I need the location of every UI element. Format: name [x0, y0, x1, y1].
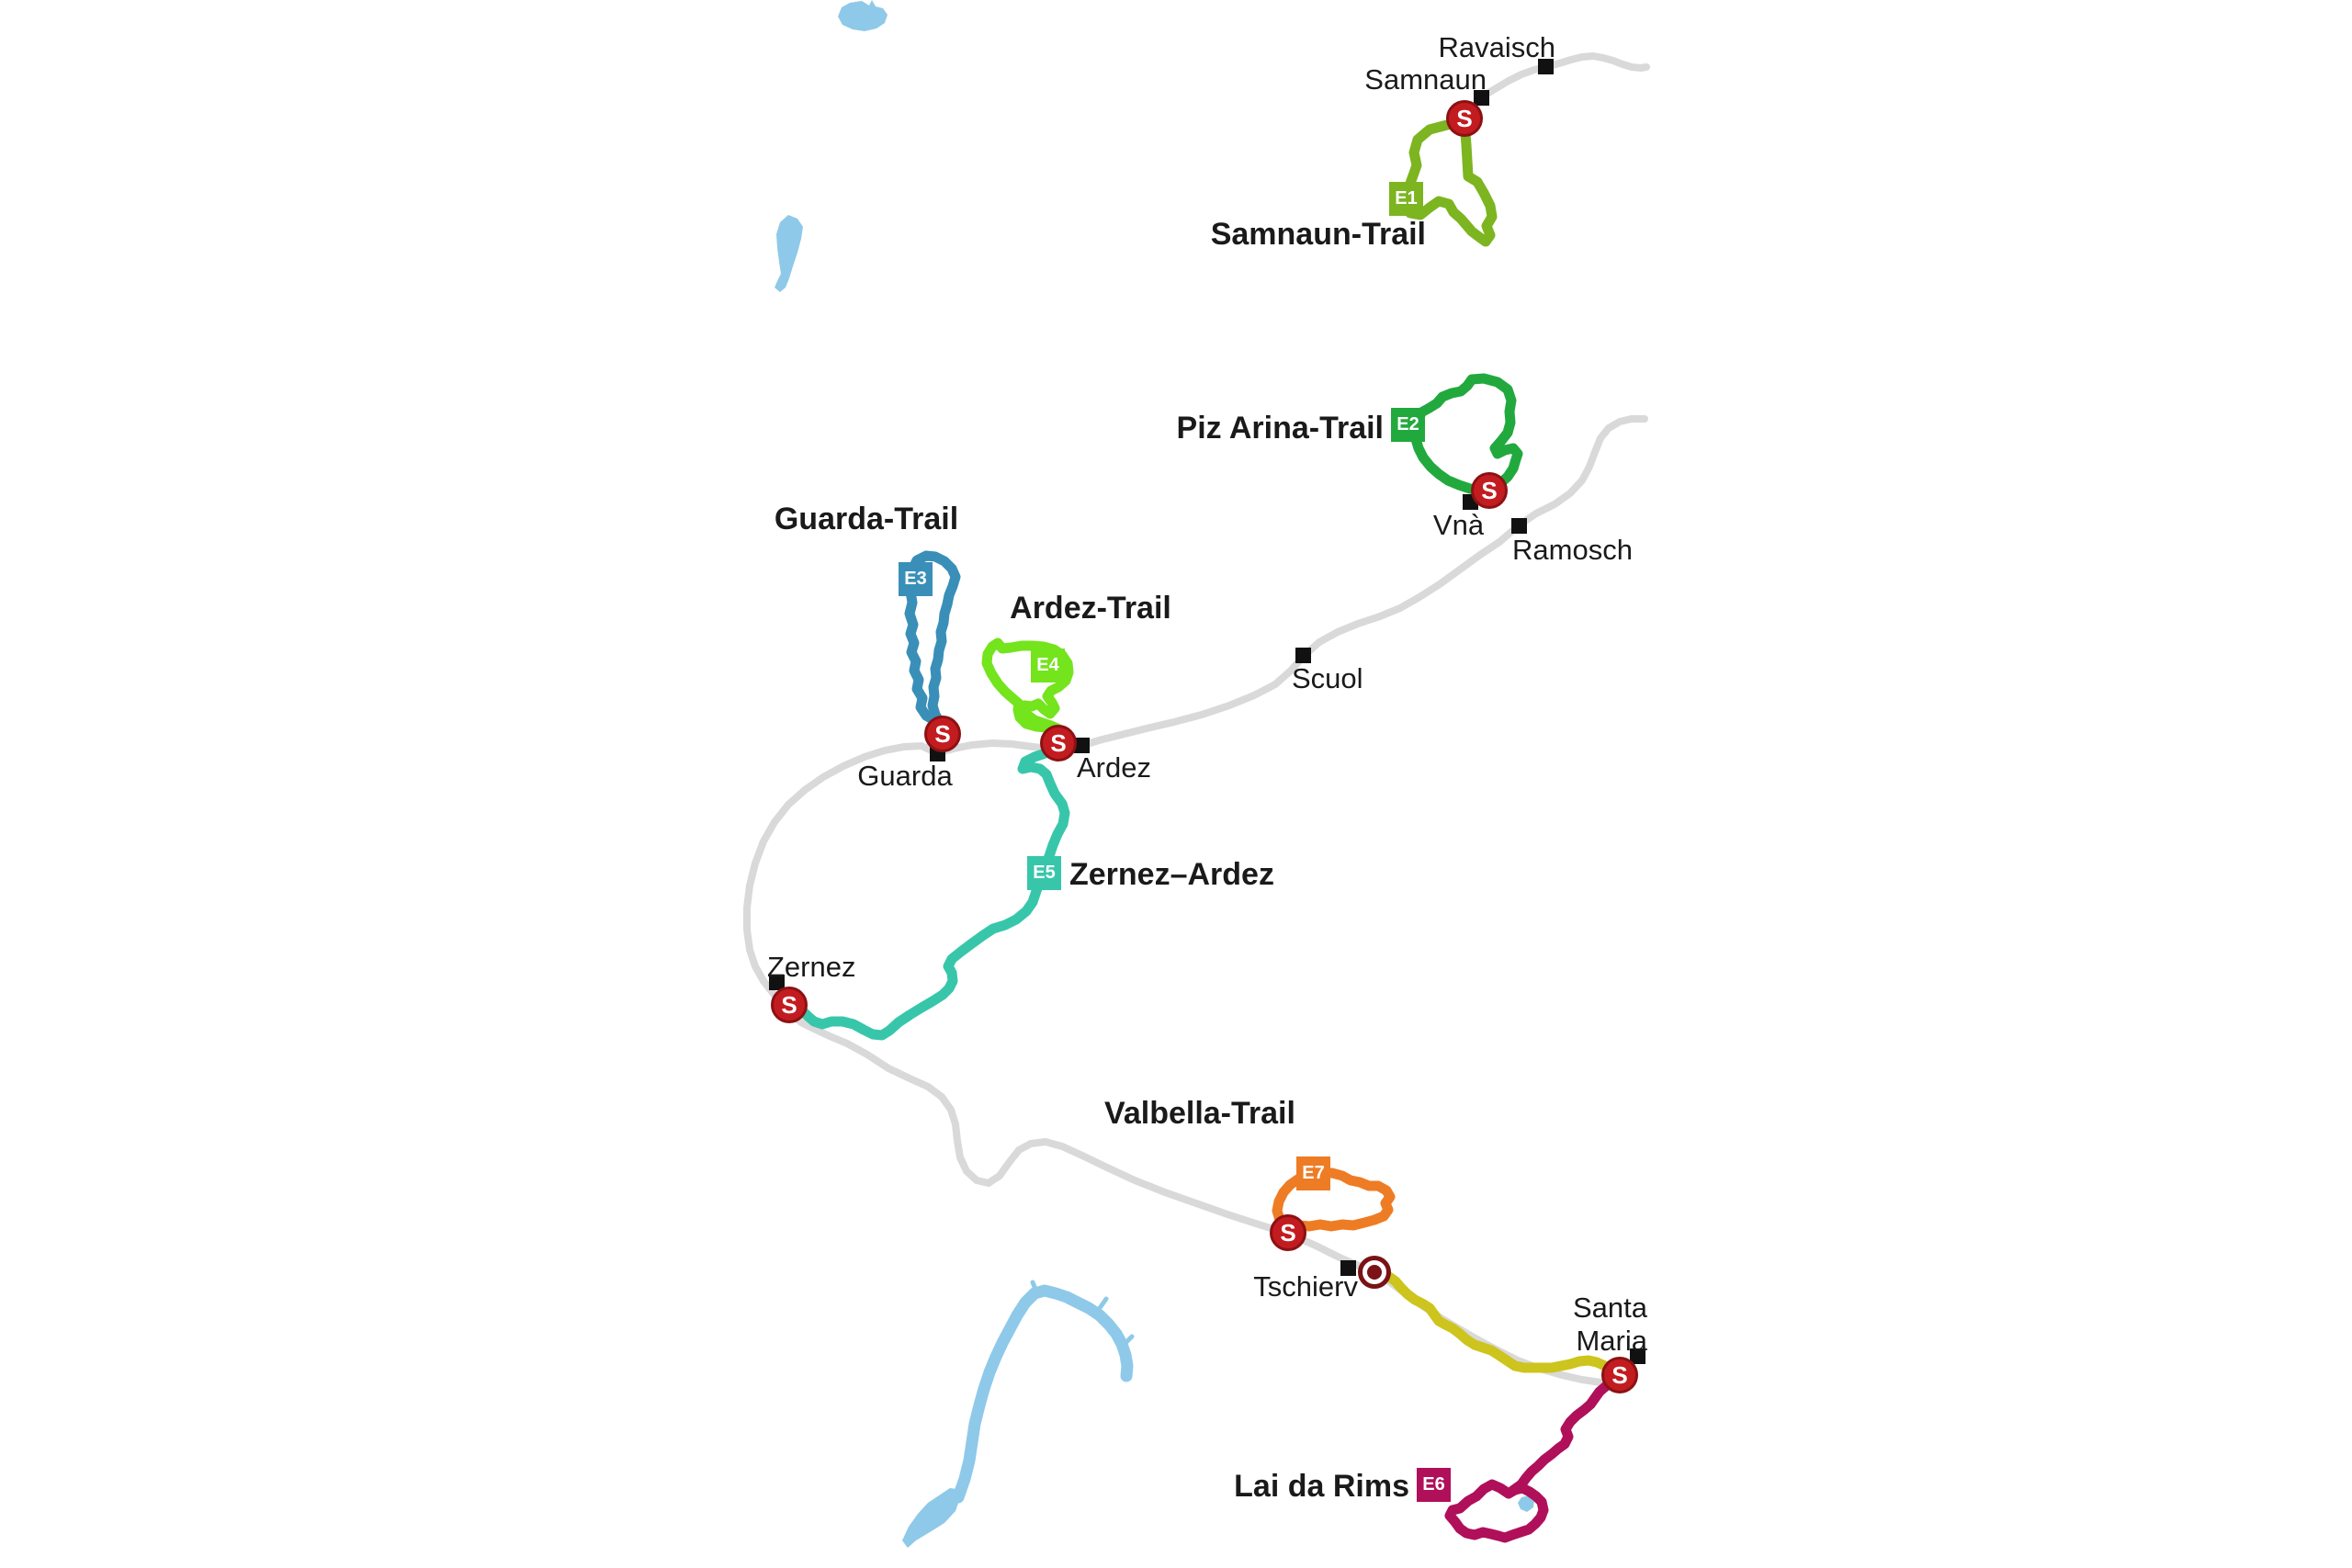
road-main-valley [743, 415, 1648, 1386]
badge-e7: E7 [1296, 1156, 1330, 1190]
start-marker-guarda: S [924, 716, 961, 752]
start-marker-vna: S [1471, 472, 1508, 509]
start-marker-valbella: S [1270, 1214, 1306, 1251]
trail-label-piz-arina-trail: Piz Arina-Trail [1176, 411, 1384, 446]
start-marker-santa-maria: S [1601, 1357, 1638, 1393]
town-square-ardez [1074, 738, 1090, 753]
town-label-guarda: Guarda [857, 760, 953, 792]
town-square-ravaisch [1538, 59, 1554, 74]
trail-label-valbella-trail: Valbella-Trail [1104, 1096, 1295, 1131]
town-label-samnaun: Samnaun [1364, 63, 1487, 96]
start-marker-samnaun: S [1446, 100, 1483, 137]
town-square-scuol [1295, 648, 1311, 663]
trail-label-ardez-trail: Ardez-Trail [1010, 591, 1171, 626]
river-arc [952, 1284, 1134, 1504]
trail-label-guarda-trail: Guarda-Trail [774, 502, 959, 536]
town-label-scuol: Scuol [1292, 662, 1363, 694]
road-samnaun-valley [1477, 51, 1650, 101]
town-square-ramosch [1511, 518, 1527, 534]
lake-elongated [775, 215, 803, 292]
trail-e5-zernez-ardez [790, 741, 1070, 1041]
badge-e6: E6 [1417, 1468, 1451, 1502]
town-square-santa-maria [1630, 1348, 1645, 1364]
town-label-tschierv: Tschierv [1253, 1270, 1358, 1303]
badge-e5: E5 [1027, 856, 1061, 890]
start-marker-zernez: S [771, 987, 808, 1023]
badge-e1: E1 [1389, 182, 1423, 216]
finish-ring-marker-tschierv [1358, 1256, 1391, 1289]
trail-e2-piz-arina [1410, 373, 1523, 496]
town-label-ravaisch: Ravaisch [1438, 31, 1556, 63]
lake-top [838, 0, 888, 31]
town-label-ardez: Ardez [1077, 751, 1151, 784]
town-label-zernez: Zernez [767, 951, 856, 983]
trail-label-zernez-ardez: Zernez–Ardez [1069, 857, 1274, 892]
badge-e4: E4 [1031, 649, 1065, 682]
badge-e2: E2 [1391, 408, 1425, 442]
river-spurs [1030, 1280, 1135, 1346]
trail-e3-guarda [904, 550, 961, 728]
town-label-vna: Vnà [1432, 509, 1485, 541]
trail-e1-samnaun [1400, 116, 1498, 247]
town-square-zernez [769, 975, 785, 990]
town-label-ramosch: Ramosch [1512, 534, 1633, 566]
trail-connector-tschierv-santa-maria [1375, 1270, 1623, 1380]
trail-e7-valbella [1272, 1168, 1396, 1235]
start-marker-ardez: S [1040, 725, 1077, 761]
town-square-tschierv [1340, 1260, 1356, 1276]
trail-e6-lai-da-rims [1444, 1375, 1620, 1543]
town-square-samnaun [1474, 90, 1489, 106]
badge-e3: E3 [899, 562, 933, 596]
finish-ring-dot [1367, 1265, 1382, 1280]
trail-label-samnaun-trail: Samnaun-Trail [1210, 217, 1426, 252]
trail-label-lai-da-rims: Lai da Rims [1234, 1469, 1409, 1504]
town-label-santa-maria: Santa Maria [1572, 1292, 1647, 1357]
river-foot [902, 1488, 963, 1548]
lake-lai-da-rims [1518, 1495, 1534, 1512]
